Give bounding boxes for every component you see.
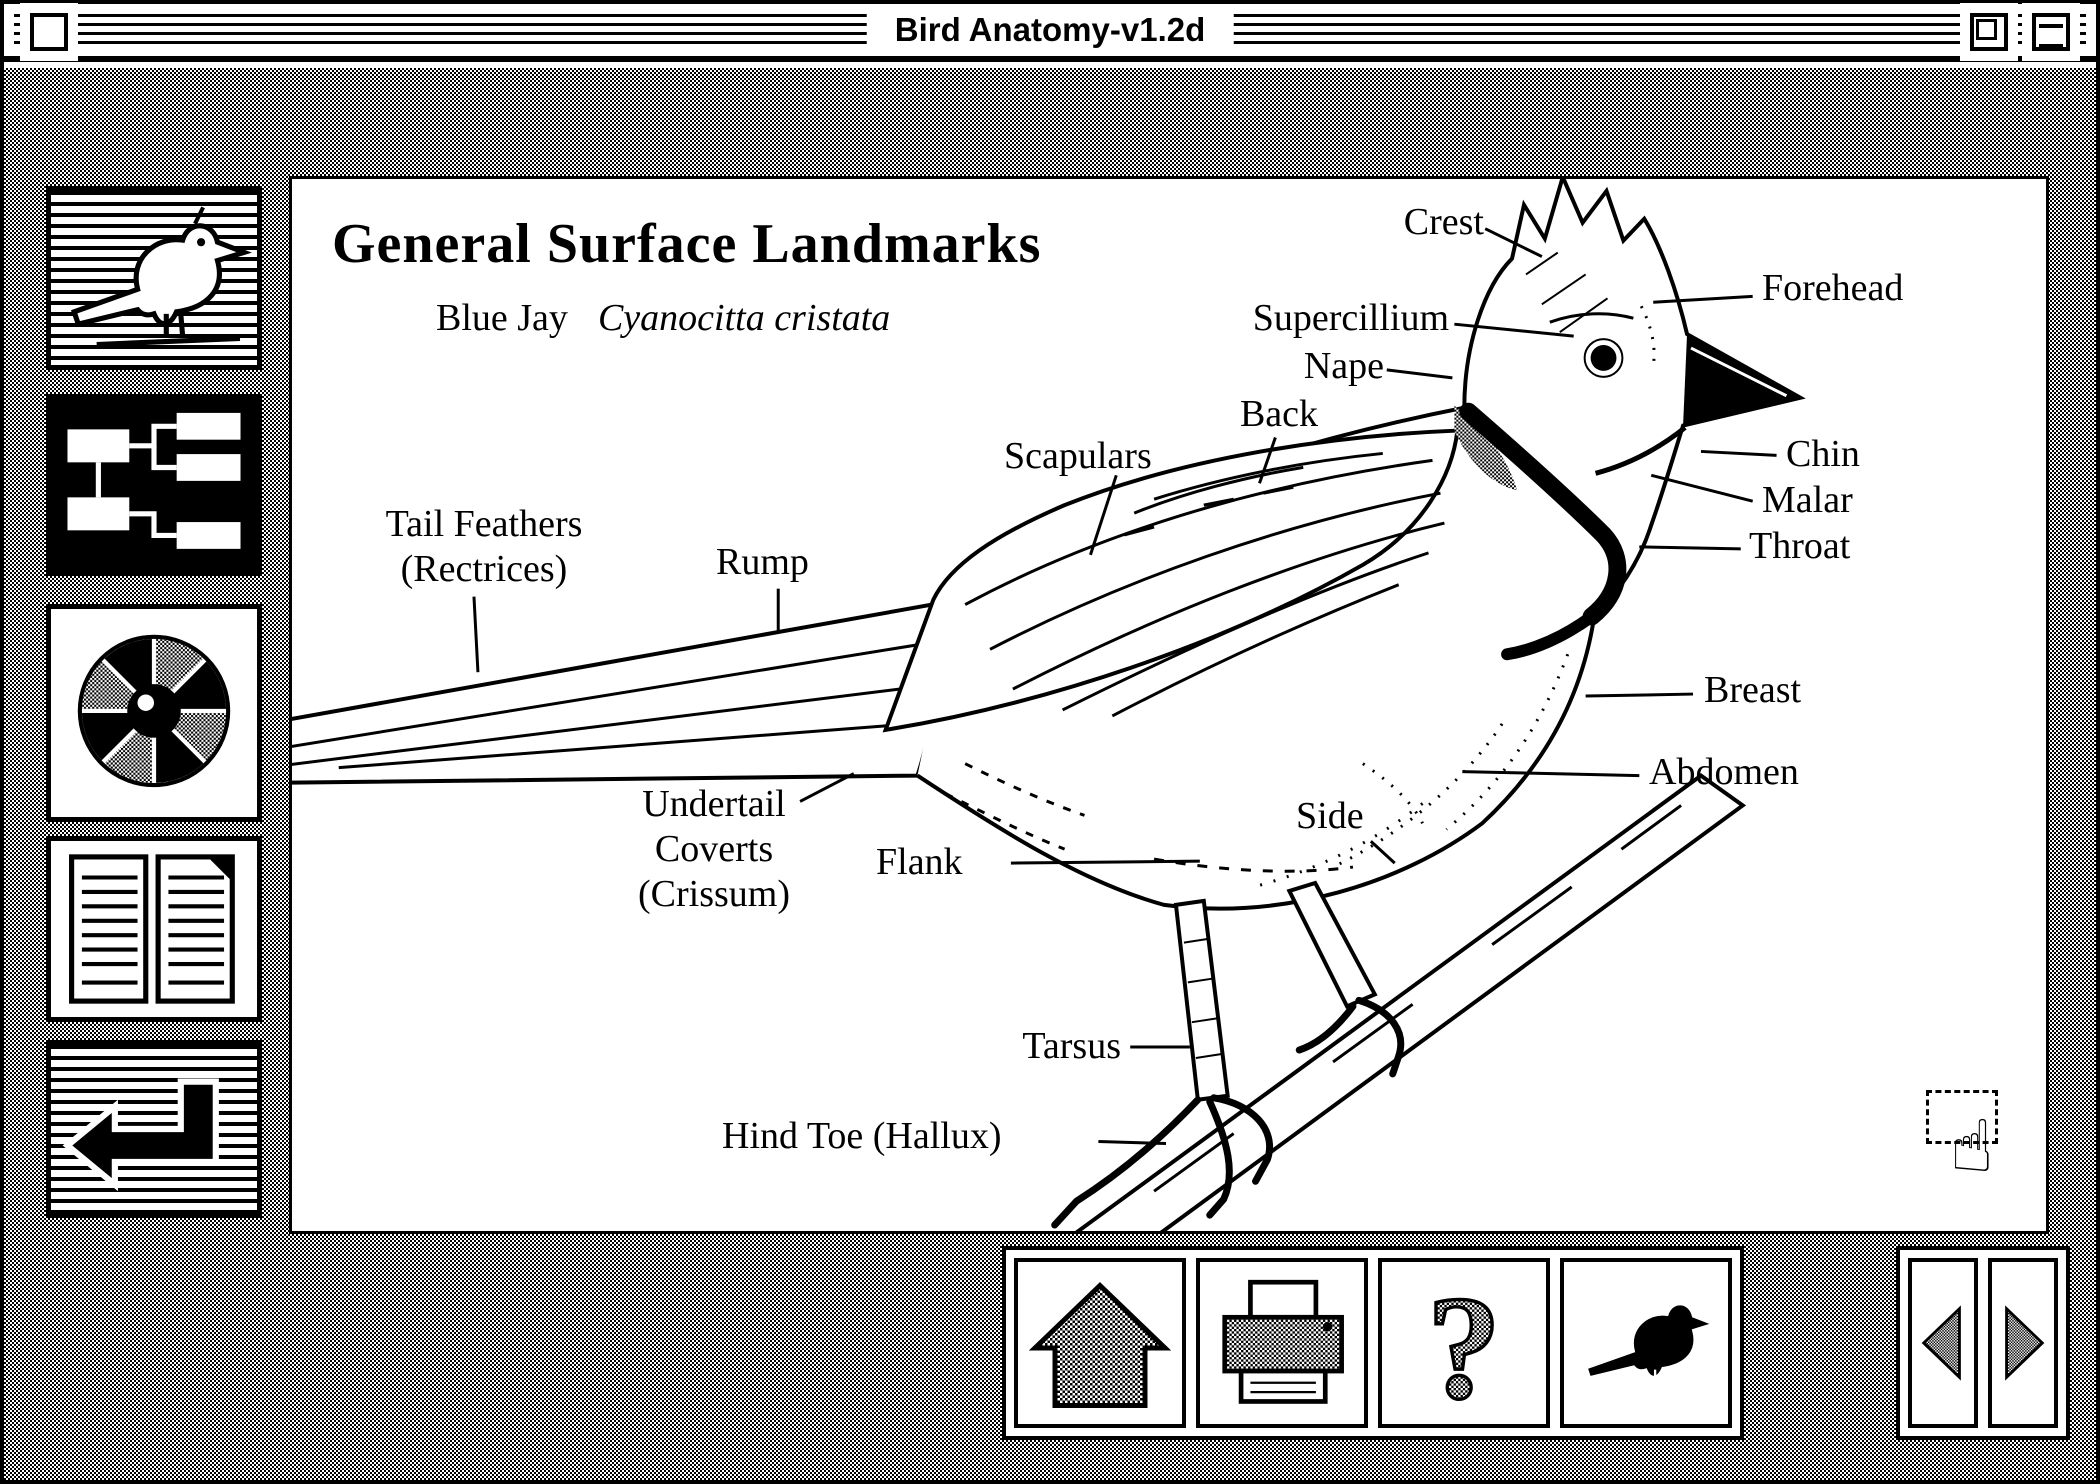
collapse-button[interactable] bbox=[2032, 13, 2070, 51]
print-button[interactable] bbox=[1196, 1258, 1368, 1428]
sidebar-map-button[interactable] bbox=[46, 394, 262, 576]
return-arrow-icon bbox=[62, 1078, 219, 1192]
leader-lines bbox=[472, 227, 1777, 1145]
printer-icon bbox=[1222, 1279, 1344, 1404]
left-arrow-icon bbox=[1921, 1305, 1961, 1381]
label-hind-toe: Hind Toe (Hallux) bbox=[722, 1115, 1002, 1157]
selection-marquee bbox=[1926, 1090, 1998, 1144]
window-title: Bird Anatomy-v1.2d bbox=[866, 7, 1234, 53]
label-malar: Malar bbox=[1762, 479, 1853, 521]
label-crest: Crest bbox=[1403, 201, 1484, 243]
home-icon bbox=[1028, 1282, 1172, 1408]
tail-drawing bbox=[292, 600, 946, 785]
bird-illustration bbox=[292, 179, 1806, 1231]
content-panel bbox=[289, 176, 2049, 1234]
label-throat: Throat bbox=[1749, 525, 1851, 567]
zoom-button[interactable] bbox=[1970, 13, 2008, 51]
help-button[interactable]: ? bbox=[1378, 1258, 1550, 1428]
pointing-hand-cursor: ☝ bbox=[1926, 1090, 2036, 1210]
label-breast: Breast bbox=[1704, 669, 1802, 711]
nav-toolbar bbox=[1896, 1246, 2070, 1440]
question-mark-icon: ? bbox=[1425, 1268, 1502, 1418]
label-tail-feathers: Tail Feathers (Rectrices) bbox=[385, 503, 583, 590]
label-flank: Flank bbox=[876, 841, 963, 883]
label-undertail-coverts: Undertail Coverts (Crissum) bbox=[638, 783, 790, 915]
sidebar-index-button[interactable] bbox=[46, 836, 262, 1022]
svg-text:?: ? bbox=[1427, 1268, 1501, 1418]
color-wheel-icon bbox=[77, 634, 231, 788]
label-forehead: Forehead bbox=[1762, 267, 1904, 309]
label-abdomen: Abdomen bbox=[1649, 751, 1799, 793]
sidebar-bird-card-button[interactable] bbox=[46, 186, 262, 370]
close-button[interactable] bbox=[30, 13, 68, 51]
wing-drawing bbox=[882, 428, 1460, 733]
text-pages-icon bbox=[69, 854, 235, 1004]
label-side: Side bbox=[1296, 795, 1364, 837]
eye bbox=[1590, 345, 1617, 371]
next-button[interactable] bbox=[1988, 1258, 2058, 1428]
flowchart-icon bbox=[67, 412, 241, 549]
label-tarsus: Tarsus bbox=[1022, 1025, 1121, 1067]
branch bbox=[1075, 773, 1747, 1231]
prev-button[interactable] bbox=[1908, 1258, 1978, 1428]
label-nape: Nape bbox=[1303, 345, 1384, 387]
bird-icon bbox=[51, 206, 257, 365]
beak bbox=[1683, 334, 1801, 426]
page-title: General Surface Landmarks bbox=[332, 213, 1042, 275]
label-back: Back bbox=[1239, 393, 1319, 435]
legs-drawing bbox=[1051, 880, 1405, 1229]
page-subtitle: Blue Jay Cyanocitta cristata bbox=[436, 296, 890, 340]
titlebar[interactable]: Bird Anatomy-v1.2d bbox=[4, 4, 2096, 62]
sidebar-back-button[interactable] bbox=[46, 1040, 262, 1218]
home-button[interactable] bbox=[1014, 1258, 1186, 1428]
right-arrow-icon bbox=[2005, 1305, 2045, 1381]
sidebar-wheel-button[interactable] bbox=[46, 604, 262, 822]
head-drawing bbox=[1454, 179, 1806, 661]
label-rump: Rump bbox=[716, 541, 809, 583]
main-toolbar: ? bbox=[1002, 1246, 1744, 1440]
label-supercillium: Supercillium bbox=[1252, 297, 1449, 339]
species-name: Blue Jay bbox=[436, 297, 568, 339]
bird-icon bbox=[1570, 1268, 1722, 1418]
species-latin-name: Cyanocitta cristata bbox=[597, 297, 891, 339]
label-scapulars: Scapulars bbox=[1004, 435, 1152, 477]
bird-nav-button[interactable] bbox=[1560, 1258, 1732, 1428]
label-chin: Chin bbox=[1786, 433, 1860, 475]
hand-icon: ☝ bbox=[1950, 1104, 1994, 1188]
collar-band bbox=[1459, 402, 1627, 626]
